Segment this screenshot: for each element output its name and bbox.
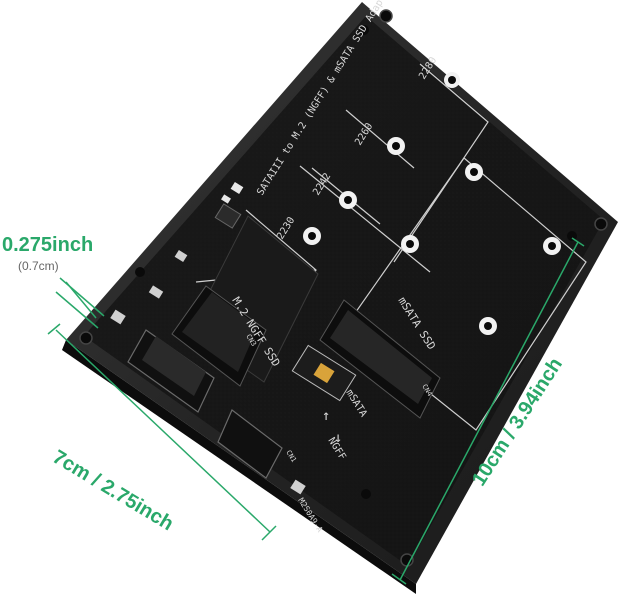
sata-connector: [127, 329, 283, 479]
dimension-lines: [47, 237, 585, 585]
msata-outline: [345, 157, 587, 431]
smd-components: [110, 181, 306, 495]
msata-connector: [319, 299, 441, 419]
enclosure-edge: [62, 340, 416, 594]
mounting-holes: [303, 72, 561, 335]
mode-switch: [291, 344, 357, 402]
pcb-overlay: [84, 16, 604, 566]
frame-screws: [79, 9, 608, 567]
thickness-metric-label: (0.7cm): [18, 259, 59, 273]
down-arrow-icon: ↓: [334, 430, 342, 446]
ngff-connector: [171, 285, 267, 387]
up-arrow-icon: ↑: [322, 408, 330, 424]
thickness-label: 0.275inch: [2, 234, 94, 256]
